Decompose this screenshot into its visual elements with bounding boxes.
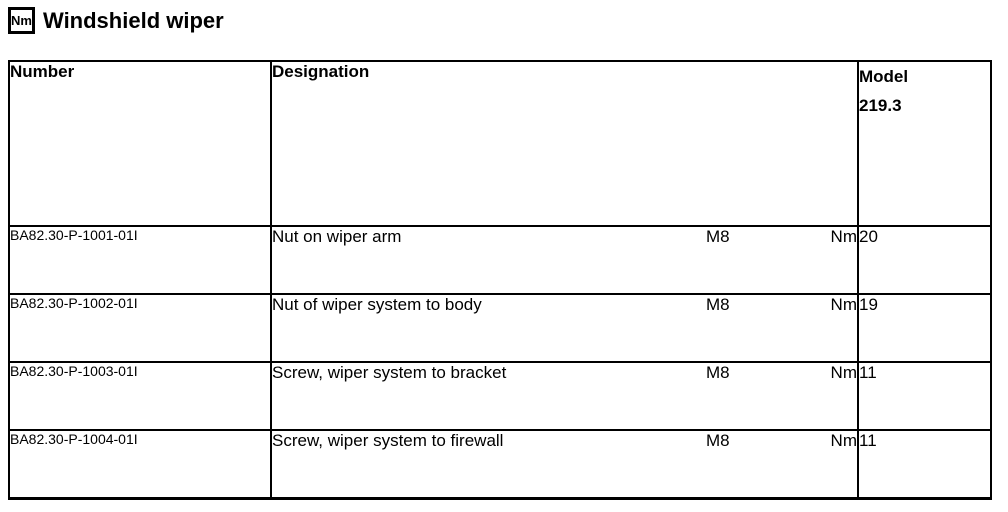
column-header-model-label: Model [859, 67, 909, 86]
designation-text: Nut on wiper arm [272, 227, 402, 246]
designation-text: Screw, wiper system to bracket [272, 363, 507, 382]
thread-size: M8 [706, 295, 730, 314]
table-row: BA82.30-P-1003-01I Screw, wiper system t… [8, 361, 992, 431]
cell-number: BA82.30-P-1003-01I [8, 361, 272, 431]
cell-torque-value: 19 [857, 293, 992, 363]
designation-text: Screw, wiper system to firewall [272, 431, 504, 450]
torque-unit: Nm [830, 363, 857, 382]
torque-unit: Nm [830, 431, 857, 450]
cell-number: BA82.30-P-1001-01I [8, 225, 272, 295]
cell-torque-value: 20 [857, 225, 992, 295]
cell-number: BA82.30-P-1004-01I [8, 429, 272, 500]
designation-layout: Nut of wiper system to body M8 Nm [272, 295, 857, 315]
table-row: BA82.30-P-1002-01I Nut of wiper system t… [8, 293, 992, 363]
column-header-designation: Designation [270, 60, 859, 227]
page-title: Windshield wiper [43, 7, 224, 33]
section-title-row: Nm Windshield wiper [8, 7, 224, 34]
torque-spec-table: Number Designation Model 219.3 BA82.30-P… [8, 60, 992, 500]
table-header-row: Number Designation Model 219.3 [8, 60, 992, 227]
designation-text: Nut of wiper system to body [272, 295, 482, 314]
thread-size: M8 [706, 363, 730, 382]
torque-unit: Nm [830, 295, 857, 314]
torque-unit: Nm [830, 227, 857, 246]
cell-designation: Screw, wiper system to bracket M8 Nm [270, 361, 859, 431]
thread-size: M8 [706, 227, 730, 246]
table-row: BA82.30-P-1001-01I Nut on wiper arm M8 N… [8, 225, 992, 295]
designation-layout: Screw, wiper system to firewall M8 Nm [272, 431, 857, 451]
cell-number: BA82.30-P-1002-01I [8, 293, 272, 363]
cell-torque-value: 11 [857, 429, 992, 500]
cell-designation: Nut on wiper arm M8 Nm [270, 225, 859, 295]
cell-torque-value: 11 [857, 361, 992, 431]
table-row: BA82.30-P-1004-01I Screw, wiper system t… [8, 429, 992, 500]
designation-layout: Screw, wiper system to bracket M8 Nm [272, 363, 857, 383]
cell-designation: Screw, wiper system to firewall M8 Nm [270, 429, 859, 500]
column-header-number: Number [8, 60, 272, 227]
designation-layout: Nut on wiper arm M8 Nm [272, 227, 857, 247]
cell-designation: Nut of wiper system to body M8 Nm [270, 293, 859, 363]
column-header-model: Model 219.3 [857, 60, 992, 227]
column-header-model-number: 219.3 [859, 96, 902, 115]
thread-size: M8 [706, 431, 730, 450]
nm-torque-icon: Nm [8, 7, 35, 34]
